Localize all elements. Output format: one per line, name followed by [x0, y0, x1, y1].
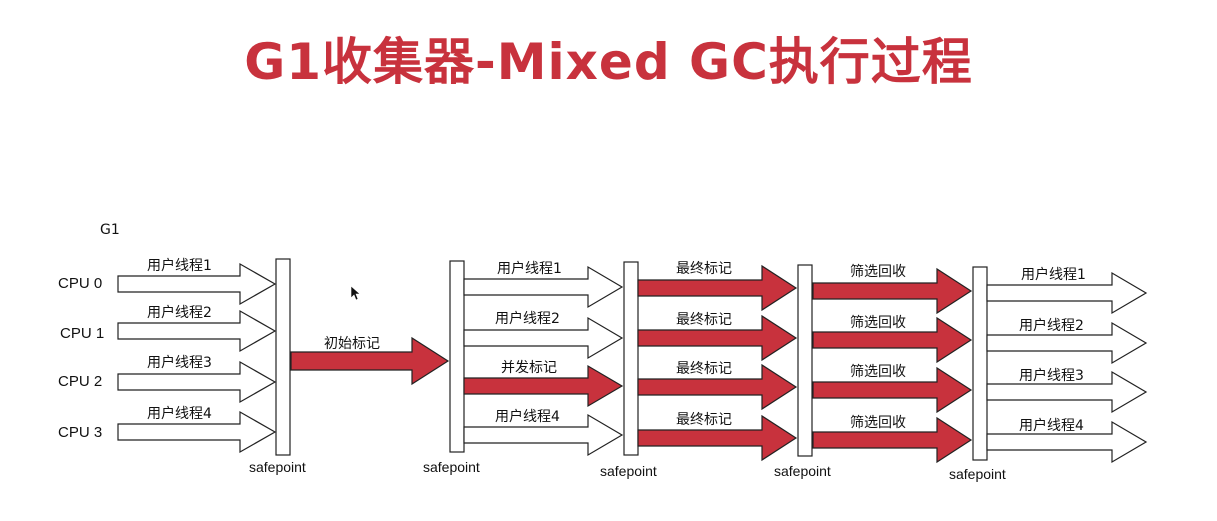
- phase3-arrows: [463, 265, 624, 457]
- phase3-label-3: 并发标记: [501, 360, 557, 376]
- phase4-label-4: 最终标记: [676, 412, 732, 428]
- phase4-arrow-1: [637, 264, 798, 312]
- phase1-label-1: 用户线程1: [147, 257, 212, 274]
- safepoint-bar-3: [623, 261, 639, 456]
- phase5-arrows: [812, 267, 973, 464]
- phase5-label-2: 筛选回收: [850, 315, 906, 331]
- phase2-arrow: [290, 336, 450, 386]
- safepoint-bar-1: [275, 258, 291, 456]
- phase1-arrow-2: [117, 309, 277, 353]
- phase5-label-3: 筛选回收: [850, 364, 906, 380]
- phase6-arrow-2: [986, 321, 1148, 365]
- phase4-label-2: 最终标记: [676, 312, 732, 328]
- phase4-arrow-3: [637, 363, 798, 411]
- cpu-label-1: CPU 1: [60, 325, 104, 342]
- phase3-arrow-2: [463, 316, 624, 360]
- phase1-arrow-4: [117, 410, 277, 454]
- phase6-arrows: [986, 271, 1148, 464]
- phase4-arrow-4: [637, 414, 798, 462]
- phase5-label-1: 筛选回收: [850, 264, 906, 280]
- cpu-label-3: CPU 3: [58, 424, 102, 441]
- phase6-arrow-1: [986, 271, 1148, 315]
- page-title: G1收集器-Mixed GC执行过程: [244, 33, 973, 91]
- phase3-arrow-3: [463, 364, 624, 408]
- safepoint-bar-4: [797, 264, 813, 457]
- phase5-arrow-1: [812, 267, 973, 315]
- phase6-label-4: 用户线程4: [1019, 417, 1084, 434]
- safepoint-label-4: safepoint: [774, 463, 831, 479]
- safepoint-label-2: safepoint: [423, 459, 480, 475]
- phase3-arrow-4: [463, 413, 624, 457]
- cpu-label-0: CPU 0: [58, 275, 102, 292]
- phase3-label-1: 用户线程1: [497, 260, 562, 277]
- safepoint-label-1: safepoint: [249, 459, 306, 475]
- phase1-arrow-1: [117, 262, 277, 306]
- phase5-label-4: 筛选回收: [850, 415, 906, 431]
- phase5-arrow-3: [812, 366, 973, 414]
- safepoint-label-3: safepoint: [600, 463, 657, 479]
- phase2-label: 初始标记: [324, 335, 380, 352]
- phase6-label-1: 用户线程1: [1021, 266, 1086, 283]
- phase1-label-2: 用户线程2: [147, 304, 212, 321]
- phase3-label-2: 用户线程2: [495, 310, 560, 327]
- safepoint-bar-2: [449, 260, 465, 453]
- phase3-arrow-1: [463, 265, 624, 309]
- phase4-label-1: 最终标记: [676, 261, 732, 277]
- phase1-arrow-3: [117, 360, 277, 404]
- safepoint-label-5: safepoint: [949, 466, 1006, 482]
- phase6-label-3: 用户线程3: [1019, 367, 1084, 384]
- phase4-arrows: [637, 264, 798, 462]
- cpu-label-2: CPU 2: [58, 373, 102, 390]
- phase6-label-2: 用户线程2: [1019, 317, 1084, 334]
- phase5-arrow-2: [812, 316, 973, 364]
- phase6-arrow-4: [986, 420, 1148, 464]
- phase1-label-4: 用户线程4: [147, 405, 212, 422]
- phase1-arrows: [117, 262, 277, 454]
- mouse-cursor-icon: [350, 285, 361, 301]
- phase4-arrow-2: [637, 314, 798, 362]
- phase1-label-3: 用户线程3: [147, 354, 212, 371]
- safepoint-bar-5: [972, 266, 988, 461]
- phase5-arrow-4: [812, 416, 973, 464]
- g1-label: G1: [100, 222, 120, 238]
- phase6-arrow-3: [986, 370, 1148, 414]
- phase3-label-4: 用户线程4: [495, 408, 560, 425]
- phase4-label-3: 最终标记: [676, 361, 732, 377]
